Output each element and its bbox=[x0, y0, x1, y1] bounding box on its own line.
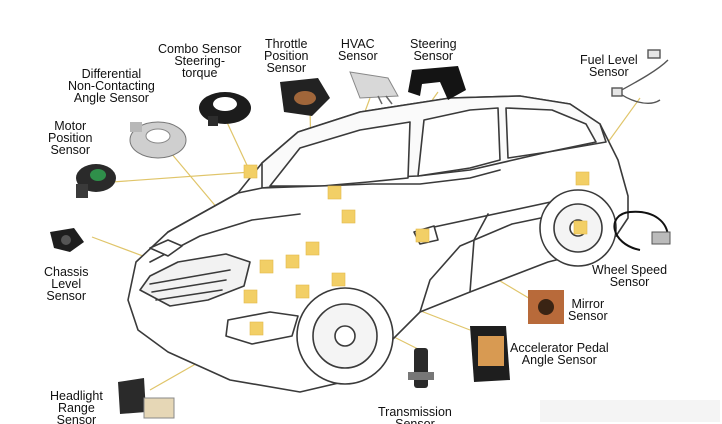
throttle-sensor-label: Throttle Position Sensor bbox=[264, 37, 309, 75]
marker-steering bbox=[341, 209, 356, 224]
accelerator-pedal-sensor-icon bbox=[470, 326, 510, 382]
transmission-sensor-icon bbox=[408, 348, 434, 388]
motor-position-sensor-label: Motor Position Sensor bbox=[48, 119, 93, 157]
marker-throttle bbox=[305, 241, 320, 256]
motor-position-sensor-icon bbox=[76, 164, 116, 198]
wheel-speed-sensor-icon bbox=[613, 210, 671, 251]
mirror-sensor-label: Mirror Sensor bbox=[568, 297, 608, 323]
headlight-range-sensor-label: Headlight Range Sensor bbox=[50, 389, 103, 424]
fuel-level-sensor-label: Fuel Level Sensor bbox=[580, 53, 638, 79]
chassis-level-sensor-icon bbox=[50, 228, 84, 252]
marker-hvac bbox=[327, 185, 342, 200]
headlight-range-sensor-icon bbox=[118, 378, 175, 419]
combo-sensor-label: Combo Sensor Steering- torque bbox=[158, 42, 242, 80]
car-outline bbox=[127, 95, 629, 393]
throttle-sensor-icon bbox=[280, 78, 330, 116]
sensor-markers bbox=[243, 164, 590, 336]
marker-motor bbox=[243, 164, 258, 179]
marker-mirror bbox=[415, 228, 430, 243]
marker-pedal bbox=[331, 272, 346, 287]
marker-chassis bbox=[243, 289, 258, 304]
marker-transmission bbox=[295, 284, 310, 299]
marker-wheel bbox=[573, 220, 588, 235]
chassis-level-sensor-label: Chassis Level Sensor bbox=[44, 265, 89, 303]
mirror-sensor-icon bbox=[528, 290, 564, 324]
bottom-fade bbox=[540, 400, 720, 422]
marker-combo bbox=[285, 254, 300, 269]
fuel-level-sensor-icon bbox=[611, 49, 669, 104]
wheel-speed-sensor-label: Wheel Speed Sensor bbox=[592, 263, 668, 289]
differential-sensor-label: Differential Non-Contacting Angle Sensor bbox=[68, 67, 155, 105]
transmission-sensor-label: Transmission Sensor bbox=[378, 405, 452, 424]
hvac-sensor-icon bbox=[349, 71, 399, 105]
steering-sensor-icon bbox=[408, 66, 466, 100]
differential-sensor-icon bbox=[129, 121, 187, 159]
accelerator-pedal-sensor-label: Accelerator Pedal Angle Sensor bbox=[510, 341, 609, 367]
marker-fuel bbox=[575, 171, 590, 186]
marker-differential bbox=[259, 259, 274, 274]
marker-headlight bbox=[249, 321, 264, 336]
steering-sensor-label: Steering Sensor bbox=[410, 37, 457, 63]
hvac-sensor-label: HVAC Sensor bbox=[338, 37, 378, 63]
combo-sensor-icon bbox=[199, 92, 251, 126]
